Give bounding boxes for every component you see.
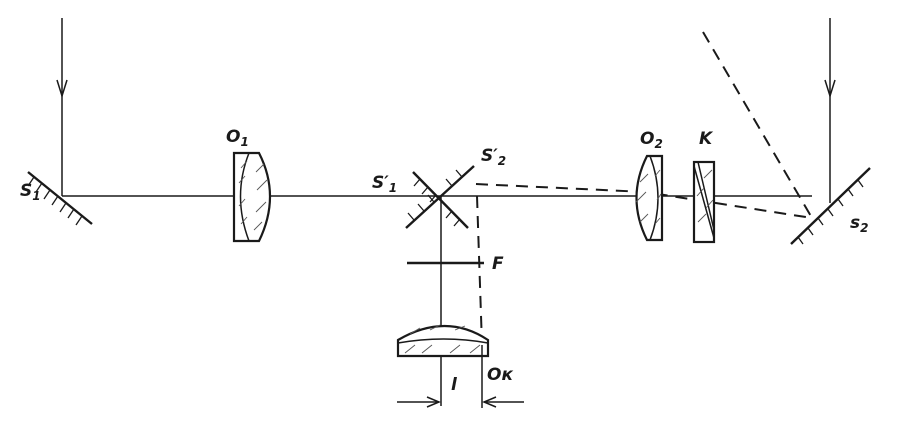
arrow-right-icon xyxy=(824,79,836,99)
label-s2: s2 xyxy=(850,213,868,235)
label-o2: O2 xyxy=(640,129,663,151)
label-s1-prime: S′1 xyxy=(372,173,397,195)
label-s2-prime: S′2 xyxy=(481,146,506,168)
compensator-k xyxy=(692,160,716,244)
lens-o1 xyxy=(232,151,272,243)
label-k: K xyxy=(699,129,714,149)
label-ok: Oк xyxy=(487,365,513,385)
arrow-left-icon xyxy=(56,79,68,99)
lens-o2 xyxy=(635,154,664,242)
mirror-s2 xyxy=(790,167,871,245)
dashed-beam-down xyxy=(476,195,483,346)
label-l: l xyxy=(451,375,458,395)
mirror-s2-prime xyxy=(405,165,475,229)
dashed-beam-diagonal xyxy=(702,31,813,219)
label-f: F xyxy=(492,254,504,274)
label-o1: O1 xyxy=(226,127,249,149)
label-s1: S1 xyxy=(20,181,41,203)
eyepiece-ok xyxy=(396,324,490,358)
dimension-l xyxy=(397,345,524,408)
mirror-s1 xyxy=(27,171,93,226)
